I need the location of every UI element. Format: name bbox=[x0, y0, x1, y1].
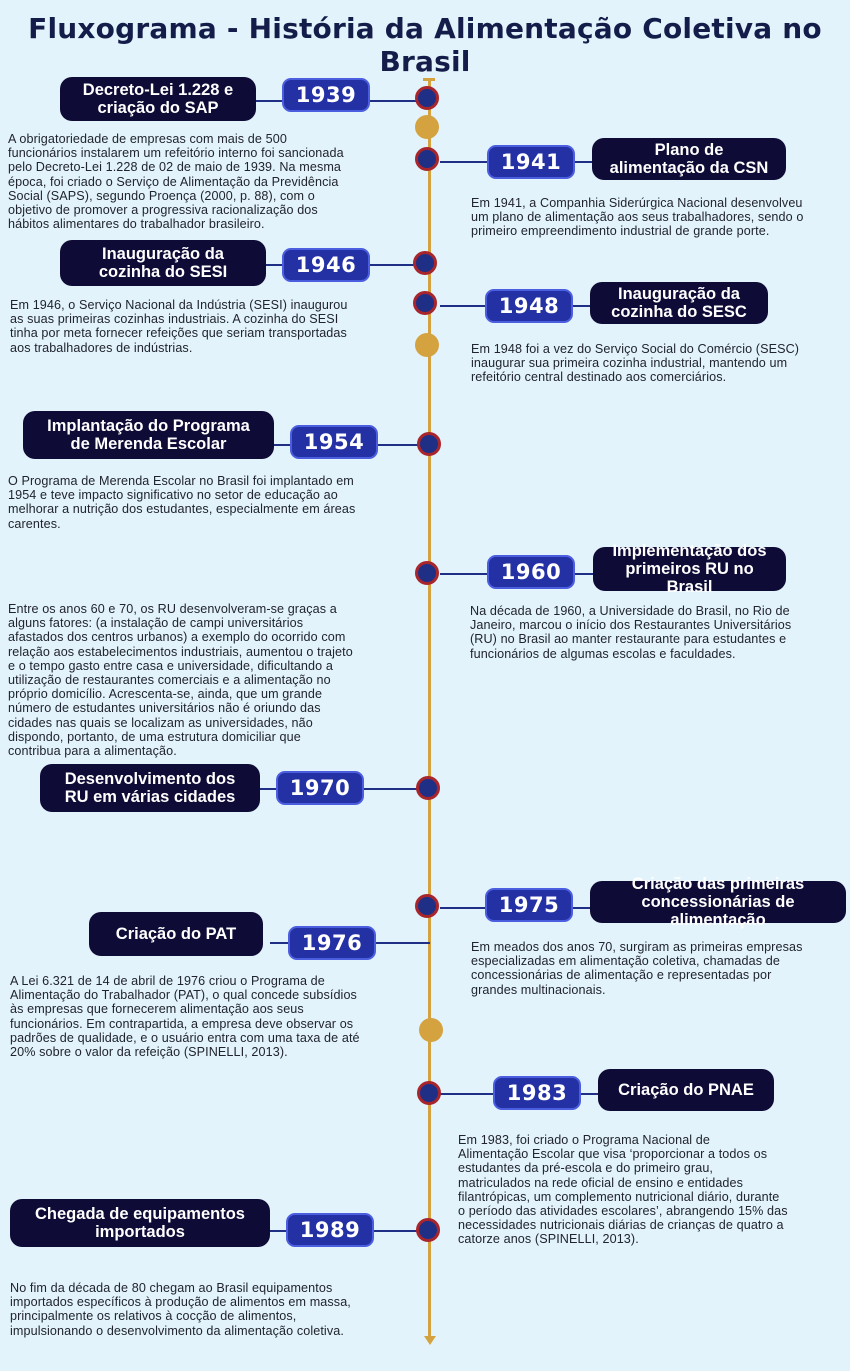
year-badge-1989: 1989 bbox=[286, 1213, 374, 1247]
event-label-1983: Criação do PNAE bbox=[598, 1069, 774, 1111]
page-title: Fluxograma - História da Alimentação Col… bbox=[28, 12, 822, 78]
timeline-node bbox=[417, 432, 441, 456]
timeline-axis-cap bbox=[423, 78, 435, 81]
year-badge-1954: 1954 bbox=[290, 425, 378, 459]
timeline-node bbox=[417, 1081, 441, 1105]
event-description-1954: O Programa de Merenda Escolar no Brasil … bbox=[8, 474, 356, 531]
event-description-1983: Em 1983, foi criado o Programa Nacional … bbox=[458, 1133, 788, 1247]
year-badge-1983: 1983 bbox=[493, 1076, 581, 1110]
timeline-axis bbox=[428, 80, 431, 1338]
timeline-node bbox=[416, 776, 440, 800]
timeline-arrow-icon bbox=[424, 1336, 436, 1345]
event-description-1941: Em 1941, a Companhia Siderúrgica Naciona… bbox=[471, 196, 804, 239]
timeline-dot bbox=[419, 1018, 443, 1042]
event-label-1975: Criação das primeiras concessionárias de… bbox=[590, 875, 846, 929]
timeline-node bbox=[415, 894, 439, 918]
event-description-1989: No fim da década de 80 chegam ao Brasil … bbox=[10, 1281, 351, 1338]
year-badge-1970: 1970 bbox=[276, 771, 364, 805]
timeline-node bbox=[415, 147, 439, 171]
timeline-dot bbox=[415, 115, 439, 139]
year-badge-1939: 1939 bbox=[282, 78, 370, 112]
event-description-1948: Em 1948 foi a vez do Serviço Social do C… bbox=[471, 342, 800, 385]
year-badge-1960: 1960 bbox=[487, 555, 575, 589]
event-label-1946: Inauguração da cozinha do SESI bbox=[60, 240, 266, 286]
year-badge-1976: 1976 bbox=[288, 926, 376, 960]
event-label-1948: Inauguração da cozinha do SESC bbox=[590, 282, 768, 324]
timeline-node bbox=[413, 251, 437, 275]
event-label-1970: Desenvolvimento dos RU em várias cidades bbox=[40, 764, 260, 812]
year-badge-1941: 1941 bbox=[487, 145, 575, 179]
event-label-1941: Plano de alimentação da CSN bbox=[592, 138, 786, 180]
event-description-1976: A Lei 6.321 de 14 de abril de 1976 criou… bbox=[10, 974, 360, 1060]
event-label-1976: Criação do PAT bbox=[89, 912, 263, 956]
event-label-1939: Decreto-Lei 1.228 e criação do SAP bbox=[60, 77, 256, 121]
event-description-1975: Em meados dos anos 70, surgiram as prime… bbox=[471, 940, 803, 997]
event-label-1960: Implementação dos primeiros RU no Brasil bbox=[593, 542, 786, 596]
timeline-node bbox=[415, 86, 439, 110]
year-badge-1946: 1946 bbox=[282, 248, 370, 282]
timeline-node bbox=[416, 1218, 440, 1242]
event-description-1960: Na década de 1960, a Universidade do Bra… bbox=[470, 604, 792, 661]
event-label-1989: Chegada de equipamentos importados bbox=[10, 1199, 270, 1247]
timeline-node bbox=[415, 561, 439, 585]
event-description-1970: Entre os anos 60 e 70, os RU desenvolver… bbox=[8, 602, 353, 759]
year-badge-1975: 1975 bbox=[485, 888, 573, 922]
year-badge-1948: 1948 bbox=[485, 289, 573, 323]
timeline-node bbox=[413, 291, 437, 315]
event-label-1954: Implantação do Programa de Merenda Escol… bbox=[23, 411, 274, 459]
event-description-1946: Em 1946, o Serviço Nacional da Indústria… bbox=[10, 298, 348, 355]
timeline-dot bbox=[415, 333, 439, 357]
event-description-1939: A obrigatoriedade de empresas com mais d… bbox=[8, 132, 344, 232]
